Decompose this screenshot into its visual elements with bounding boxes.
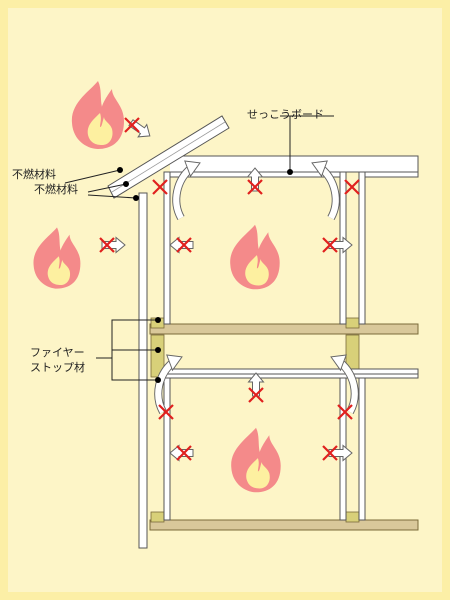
stud-lower-left: [163, 376, 171, 521]
label-firestop-line2: ストップ材: [30, 360, 85, 374]
floor-slab-middle: [149, 323, 419, 335]
label-plasterboard: せっこうボード: [247, 108, 324, 121]
stud-lower-right: [358, 376, 366, 521]
roof-board: [107, 115, 230, 199]
leader-lines: [64, 115, 334, 381]
firestop-block: [345, 317, 360, 329]
stud-upper-left: [163, 171, 171, 325]
top-plasterboard: [170, 155, 419, 173]
label-firestop-line1: ファイヤー: [30, 346, 85, 359]
upper-right-board: [364, 171, 419, 178]
lower-ceiling-board-top: [163, 368, 419, 375]
leader-dots: [117, 167, 293, 383]
label-nonflammable-2: 不燃材料: [34, 182, 78, 196]
firestop-block: [345, 511, 360, 523]
background-panel: [8, 8, 442, 592]
label-nonflammable-1: 不燃材料: [12, 167, 56, 181]
stud-upper-right: [358, 171, 366, 325]
firestop-block: [150, 511, 165, 523]
exterior-wall-board: [138, 192, 148, 549]
floor-slab-bottom: [149, 519, 419, 531]
